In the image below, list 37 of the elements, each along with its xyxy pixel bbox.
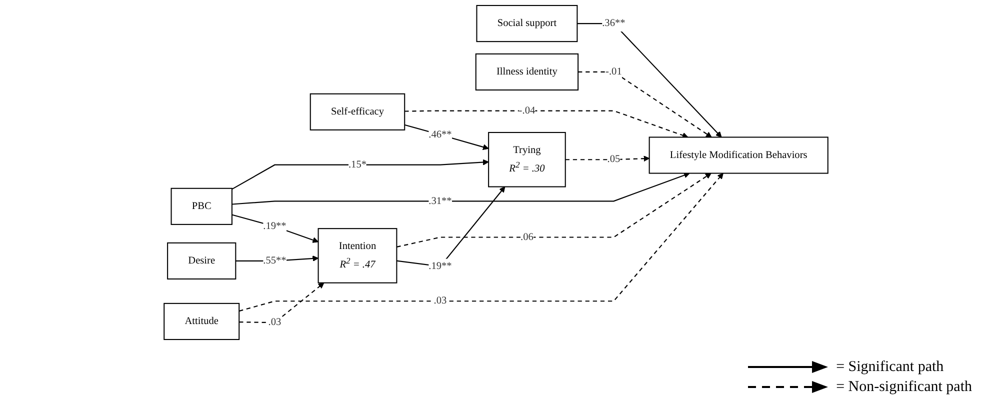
edge-label: -.04 xyxy=(518,105,536,116)
arrow xyxy=(578,71,712,138)
arrow xyxy=(396,173,712,248)
legend-text: = Non-significant path xyxy=(836,378,972,396)
edge-label: .03 xyxy=(268,316,282,328)
arrow xyxy=(396,186,506,268)
arrow xyxy=(239,282,324,324)
arrow xyxy=(404,110,688,138)
arrow xyxy=(232,214,319,243)
edge-label: .55** xyxy=(263,255,286,266)
variable-box: Attitude xyxy=(164,302,240,340)
edge-label: .05 xyxy=(607,154,620,165)
edge-label: .19** xyxy=(428,260,452,272)
arrow xyxy=(236,256,319,262)
variable-box: Trying R$^{2}$ = .30 xyxy=(488,132,566,188)
edge-label: .46** xyxy=(428,129,452,140)
variable-box: Illness identity xyxy=(475,53,579,90)
variable-box: Desire xyxy=(167,242,236,280)
edge-label: .36** xyxy=(602,18,626,29)
edge-label: .19** xyxy=(263,220,286,232)
arrow xyxy=(238,173,724,312)
edge-label: .03 xyxy=(434,295,447,306)
variable-box: Lifestyle Modification Behaviors xyxy=(648,136,828,174)
arrow xyxy=(404,124,489,150)
edge-label: -.01 xyxy=(606,66,622,78)
edge-label: .31** xyxy=(428,196,452,206)
legend-text: = Significant path xyxy=(836,358,944,376)
edge-label: .15* xyxy=(348,159,367,170)
arrow xyxy=(232,159,489,190)
variable-box: Social support xyxy=(476,4,578,42)
arrow xyxy=(232,172,690,205)
arrow xyxy=(565,156,650,162)
edge-label: .06 xyxy=(520,232,534,243)
variable-box: Self-efficacy xyxy=(310,93,406,130)
arrow xyxy=(577,22,722,138)
variable-box: PBC xyxy=(170,188,232,225)
variable-box: Intention R$^{2}$ = .47 xyxy=(318,228,398,284)
